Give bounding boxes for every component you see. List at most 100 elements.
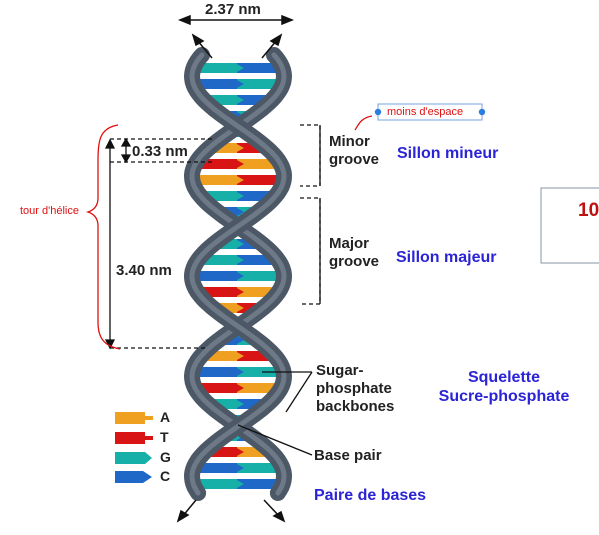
helix-turn-brace: [85, 124, 121, 350]
base-pair: [193, 63, 283, 73]
backbone-fr-line1: Squelette: [467, 369, 540, 386]
base-pair: [192, 271, 284, 281]
base-notch: [235, 447, 244, 457]
base-pair: [204, 447, 272, 457]
base-pair: [195, 159, 281, 169]
base-T: [204, 447, 241, 457]
less-space-pointer: [354, 115, 373, 131]
base-G: [237, 271, 284, 281]
base-notch: [235, 175, 244, 185]
base-pair: [204, 95, 272, 105]
base-T: [197, 287, 241, 297]
base-notch: [235, 207, 244, 217]
base-A: [237, 447, 272, 457]
key-swatch-c: [115, 471, 152, 483]
base-pair: [195, 383, 281, 393]
major-groove-fr: Sillon majeur: [396, 249, 497, 266]
pitch-label: 3.40 nm: [116, 262, 172, 279]
base-notch: [235, 367, 244, 377]
less-space-annotation: moins d'espace: [387, 106, 464, 118]
minor-groove-line2: groove: [329, 151, 380, 168]
base-pair: [193, 79, 283, 89]
base-A: [237, 159, 281, 169]
minor-groove-label: Minor groove: [329, 133, 379, 169]
base-T: [237, 143, 267, 153]
width-dimension-line: [177, 14, 295, 26]
helix-turn-annotation: tour d'hélice: [20, 205, 79, 217]
base-notch: [235, 463, 244, 473]
base-notch: [235, 351, 244, 361]
width-label: 2.37 nm: [205, 1, 261, 18]
base-C: [192, 271, 241, 281]
backbone-line3: backbones: [316, 398, 395, 415]
minor-groove-fr: Sillon mineur: [397, 145, 499, 162]
rise-label: 0.33 nm: [132, 143, 188, 160]
base-pair: [208, 399, 268, 409]
key-label-c: C: [160, 468, 171, 484]
base-G: [208, 399, 241, 409]
base-T: [195, 159, 241, 169]
key-swatch-t: [115, 432, 153, 444]
base-G: [193, 479, 241, 489]
key-label-t: T: [160, 429, 169, 445]
base-G: [237, 79, 283, 89]
base-notch: [235, 143, 244, 153]
base-T: [237, 175, 284, 185]
base-pair: [197, 287, 279, 297]
base-key-swatches: [115, 412, 153, 483]
backbone-label: Sugar- phosphate backbones: [316, 362, 394, 416]
backbone-fr: Squelette Sucre-phosphate: [428, 368, 580, 406]
base-pair-fr: Paire de bases: [314, 487, 427, 504]
key-swatch-a: [115, 412, 153, 424]
minor-groove-line1: Minor: [329, 133, 370, 150]
base-A: [192, 175, 241, 185]
width-arrows-top: [191, 33, 283, 59]
key-swatch-g: [115, 452, 152, 464]
base-notch: [235, 303, 244, 313]
base-A: [212, 303, 241, 313]
base-C: [237, 63, 283, 73]
base-C: [237, 399, 268, 409]
base-C: [193, 463, 241, 473]
base-A: [201, 351, 241, 361]
base-C: [237, 255, 279, 265]
backbone-fr-line2: Sucre-phosphate: [438, 388, 570, 405]
base-G: [193, 63, 241, 73]
key-label-a: A: [160, 409, 171, 425]
base-pair: [200, 191, 276, 201]
sugar-phosphate-backbones: [183, 47, 293, 501]
base-G: [204, 95, 241, 105]
backbone-highlight-2: [189, 52, 287, 496]
base-A: [237, 287, 279, 297]
base-pair: [192, 175, 284, 185]
base-notch: [235, 79, 244, 89]
base-C: [193, 79, 241, 89]
base-notch: [235, 159, 244, 169]
base-G: [237, 463, 283, 473]
base-G: [197, 255, 241, 265]
base-pair: [192, 367, 284, 377]
backbone-line2: phosphate: [316, 380, 392, 397]
base-C: [237, 191, 276, 201]
major-groove-bracket: [300, 197, 321, 305]
base-notch: [235, 399, 244, 409]
major-groove-line2: groove: [329, 253, 380, 270]
cut-off-box-text: 10: [578, 200, 599, 221]
base-pair: [197, 255, 279, 265]
less-space-handle-right: [478, 108, 486, 116]
base-C: [192, 367, 241, 377]
base-notch: [235, 271, 244, 281]
key-label-g: G: [160, 449, 171, 465]
base-C: [237, 95, 272, 105]
base-G: [237, 367, 284, 377]
base-notch: [235, 335, 244, 345]
base-pair: [201, 351, 275, 361]
rise-dimension: [110, 137, 212, 164]
base-A: [237, 383, 281, 393]
major-groove-line1: Major: [329, 235, 370, 252]
base-notch: [235, 287, 244, 297]
base-pair-label: Base pair: [314, 447, 382, 464]
less-space-handle-left: [374, 108, 382, 116]
base-C: [237, 479, 283, 489]
